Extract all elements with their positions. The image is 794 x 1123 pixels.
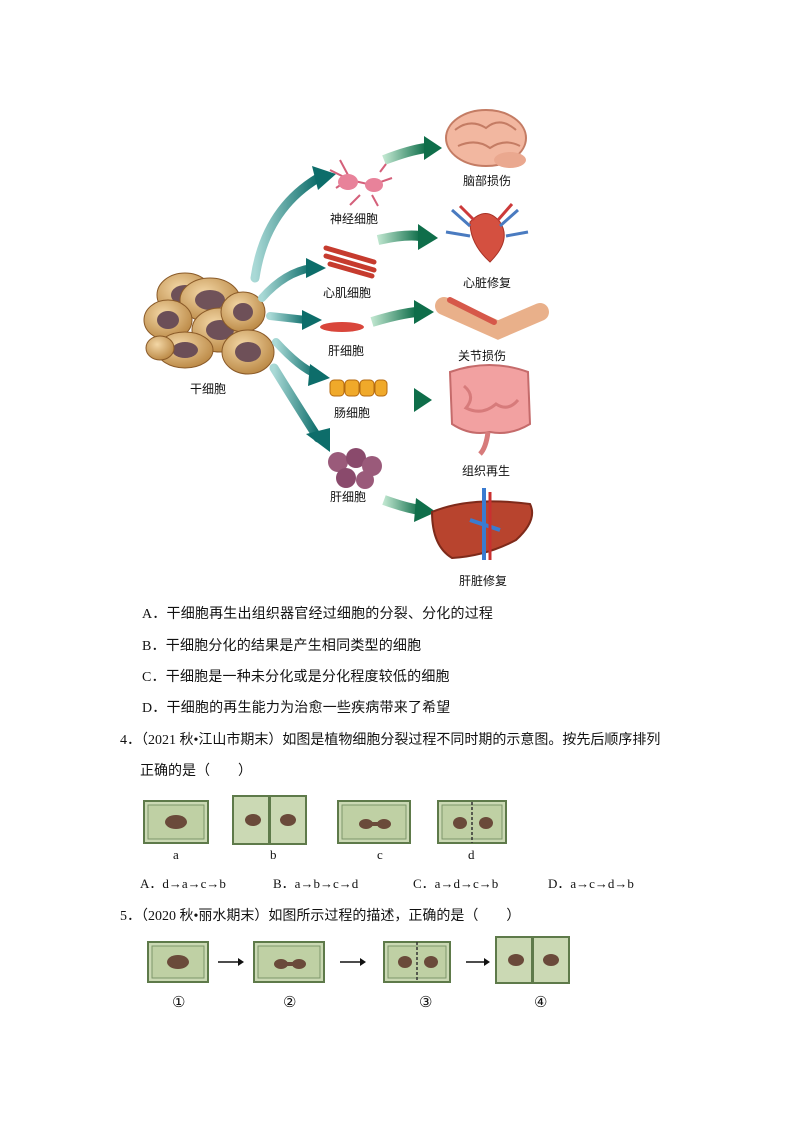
stem-cell-cluster-image [143, 272, 275, 375]
q3-option-c: C．干细胞是一种未分化或是分化程度较低的细胞 [142, 670, 450, 685]
q5-cell-1-image [147, 941, 209, 983]
cell-label-intestine: 肠细胞 [334, 406, 371, 420]
differentiation-arrows [250, 166, 336, 452]
outcome-label-heart: 心脏修复 [463, 276, 512, 290]
q5-stem: 5．（2020 秋•丽水期末）如图所示过程的描述，正确的是（ ） [120, 909, 521, 924]
q4-label-b: b [270, 847, 277, 862]
q5-arrow-3 [466, 958, 490, 966]
intestines-image [448, 364, 532, 456]
neuron-image [329, 159, 393, 207]
q4-option-d: D．a→c→d→b [548, 876, 634, 891]
intestinal-cells-image [329, 379, 388, 397]
q5-label-3: ③ [419, 995, 433, 1011]
heart-image [445, 203, 529, 263]
q5-cell-3-image [383, 941, 451, 983]
q5-cell-2-image [253, 941, 325, 983]
q3-option-d: D．干细胞的再生能力为治愈一些疾病带来了希望 [142, 701, 451, 716]
q4-cell-d-image [437, 800, 507, 844]
brain-image [445, 109, 527, 168]
cell-label-cardiac: 心肌细胞 [323, 286, 372, 300]
q3-option-b: B．干细胞分化的结果是产生相同类型的细胞 [142, 639, 422, 654]
q4-label-d: d [468, 847, 475, 862]
outcome-label-liver: 肝脏修复 [459, 574, 508, 588]
q4-stem-line1: 4．（2021 秋•江山市期末）如图是植物细胞分裂过程不同时期的示意图。按先后顺… [120, 733, 661, 748]
q4-label-a: a [173, 847, 179, 862]
cell-label-liver-1: 肝细胞 [328, 344, 365, 358]
q5-label-4: ④ [534, 995, 548, 1011]
q4-label-c: c [377, 847, 383, 862]
q4-cell-c-image [337, 800, 411, 844]
q4-option-b: B．a→b→c→d [273, 876, 359, 891]
q5-label-1: ① [172, 995, 186, 1011]
regeneration-arrows [370, 136, 442, 522]
q5-label-2: ② [283, 995, 297, 1011]
q4-stem-line2: 正确的是（ ） [140, 764, 252, 779]
q5-arrow-2 [340, 958, 366, 966]
q3-option-a: A．干细胞再生出组织器官经过细胞的分裂、分化的过程 [142, 607, 494, 622]
cardiac-muscle-image [323, 245, 377, 279]
q4-cell-b-image [232, 795, 307, 845]
stem-cell-label: 干细胞 [190, 382, 227, 396]
joint-image [435, 297, 549, 340]
outcome-label-joint: 关节损伤 [458, 349, 507, 363]
q4-option-c: C．a→d→c→b [413, 876, 499, 891]
q5-arrow-1 [218, 958, 244, 966]
outcome-label-brain: 脑部损伤 [463, 174, 512, 188]
stem-cell-figure [143, 109, 549, 560]
cell-label-nerve: 神经细胞 [330, 212, 379, 226]
liver-image [430, 488, 534, 560]
outcome-label-tissue: 组织再生 [462, 464, 511, 478]
q4-cell-a-image [143, 800, 209, 844]
q5-cell-4-image [495, 936, 570, 984]
q4-option-a: A．d→a→c→b [140, 876, 226, 891]
liver-cells-image [328, 448, 382, 489]
spindle-cell-image [320, 322, 364, 332]
cell-label-liver-2: 肝细胞 [330, 490, 367, 504]
